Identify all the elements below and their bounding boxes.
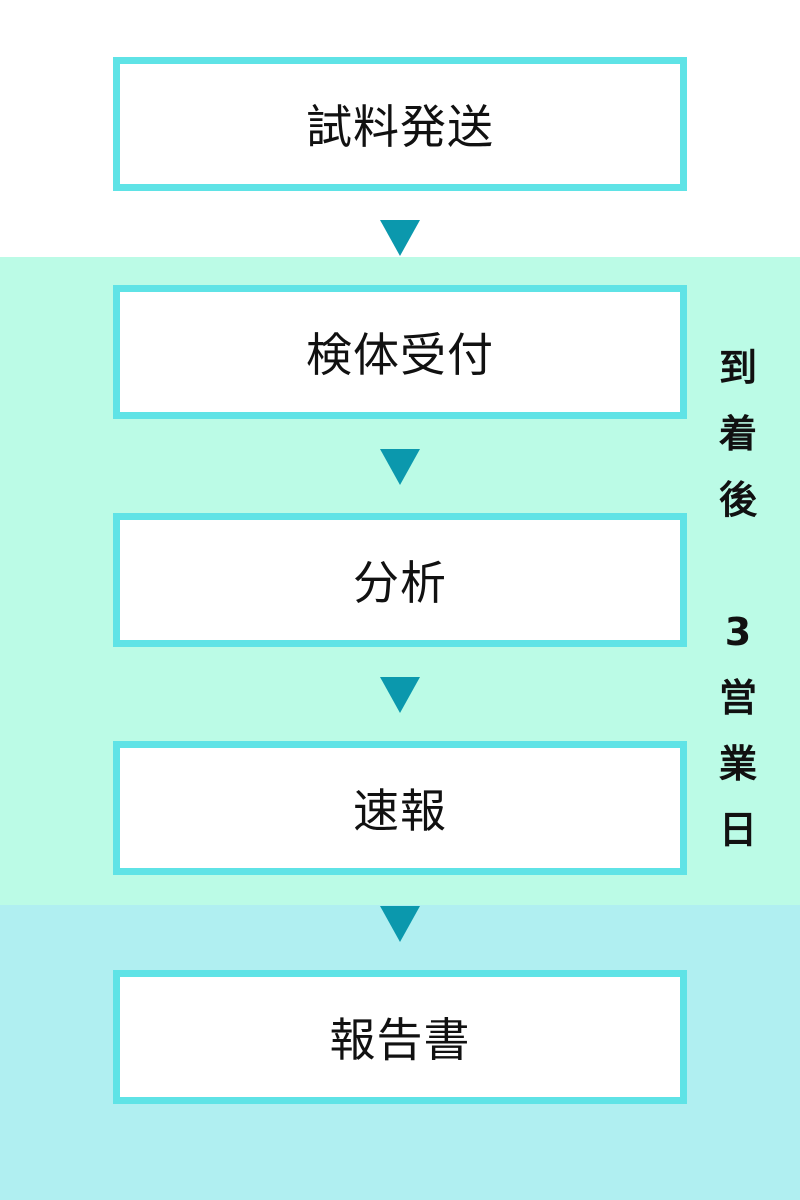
down-arrow-icon (380, 906, 420, 942)
note-spacer (710, 536, 766, 602)
step-sample-shipping: 試料発送 (113, 57, 687, 191)
step-final-report: 報告書 (113, 970, 687, 1104)
note-char: 後 (718, 478, 757, 522)
step-label: 速報 (353, 784, 447, 838)
step-preliminary-report: 速報 (113, 741, 687, 875)
step-label: 試料発送 (306, 100, 494, 154)
step-sample-reception: 検体受付 (113, 285, 687, 419)
down-arrow-icon (380, 220, 420, 256)
note-char: 営 (718, 676, 757, 720)
step-analysis: 分析 (113, 513, 687, 647)
note-char: 日 (718, 808, 757, 852)
step-label: 分析 (353, 556, 447, 610)
note-char: 業 (718, 742, 757, 786)
down-arrow-icon (380, 677, 420, 713)
note-char: 到 (718, 346, 757, 390)
note-char: 着 (718, 412, 757, 456)
note-char: 3 (724, 610, 752, 654)
down-arrow-icon (380, 449, 420, 485)
turnaround-note: 到 着 後 3 営 業 日 (710, 338, 766, 866)
step-label: 検体受付 (306, 328, 494, 382)
step-label: 報告書 (329, 1013, 471, 1067)
